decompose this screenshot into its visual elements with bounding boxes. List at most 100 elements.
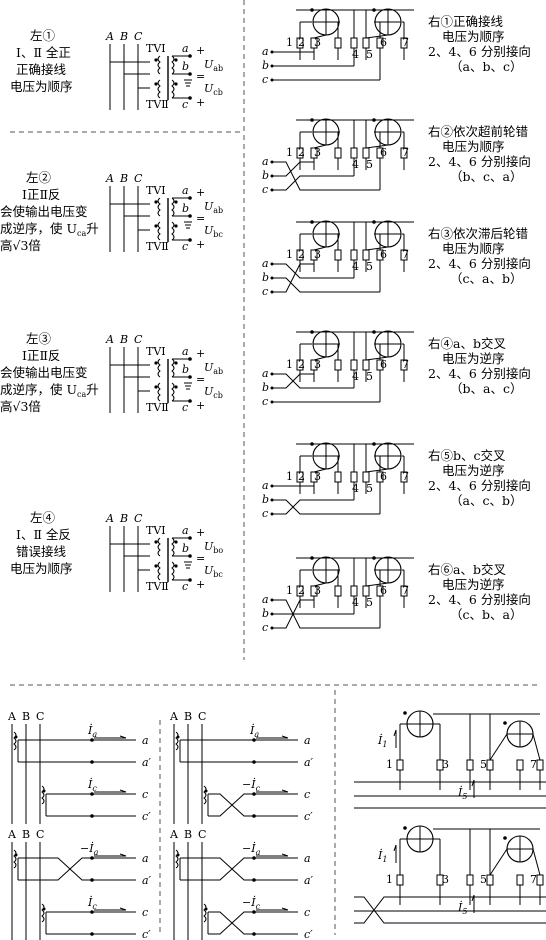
case-text-line: 右④a、b交叉 <box>428 336 506 351</box>
terminal-c-prime: c′ <box>142 810 151 823</box>
terminal-block <box>396 759 404 771</box>
pin-label-7: 7 <box>402 36 409 49</box>
lead <box>313 468 327 473</box>
current-label-i5: İ5 <box>457 785 467 801</box>
terminal-dot <box>252 760 256 764</box>
ct-wire-crossed <box>208 911 298 935</box>
lead <box>365 582 389 587</box>
pin-label-4: 4 <box>352 596 359 609</box>
pin-label-5: 5 <box>366 158 373 171</box>
tv2-label: TVⅡ <box>146 240 169 253</box>
primary-winding-1 <box>157 197 161 217</box>
label-subscript: cb <box>213 88 223 97</box>
terminal-c: c <box>182 580 188 593</box>
pin-label-1: 1 <box>286 146 293 159</box>
pin-label-4: 4 <box>352 158 359 171</box>
terminal-block-5 <box>362 471 370 483</box>
terminal-dot <box>188 72 192 76</box>
ct-coil-c <box>41 785 45 805</box>
bus-label-A: A <box>169 828 179 841</box>
label-suffix: 升 <box>86 382 99 397</box>
dividers <box>10 0 540 935</box>
bus-label-B: B <box>119 512 128 525</box>
bus-label-C: C <box>134 30 143 43</box>
current-subscript: a <box>92 730 97 739</box>
terminal-block-3 <box>334 471 342 483</box>
current-label-c: −İc <box>242 777 261 793</box>
neg-sign: − <box>242 778 251 791</box>
current-subscript: 1 <box>382 855 387 864</box>
case-text-line: 高√3倍 <box>0 238 41 253</box>
pin-label-1: 1 <box>386 758 393 771</box>
plus-sign: + <box>196 238 205 251</box>
plus-sign: + <box>196 578 205 591</box>
current-subscript: c <box>256 902 261 911</box>
terminal-dot <box>188 214 192 218</box>
plus-sign: + <box>196 399 205 412</box>
phase-wire-crossed <box>272 161 314 177</box>
ct-coil-c <box>203 903 207 923</box>
tv2-label: TVⅡ <box>146 401 169 414</box>
current-subscript: a <box>254 730 259 739</box>
pin-label-4: 4 <box>352 260 359 273</box>
polarity-dot <box>174 540 178 544</box>
current-subscript: c <box>92 784 97 793</box>
primary-winding-1 <box>157 537 161 557</box>
current-label-a: −İa <box>80 841 99 857</box>
terminal-c-prime: c′ <box>142 928 151 940</box>
label-subscript: bo <box>213 546 223 555</box>
pin-label-6: 6 <box>380 584 387 597</box>
label-subscript: cb <box>213 391 223 400</box>
terminal-block-4 <box>350 585 358 597</box>
lead <box>532 848 541 876</box>
phase-label-b: b <box>262 607 269 620</box>
case-text-line: 正确接线 <box>16 62 67 77</box>
pin-label-5: 5 <box>366 370 373 383</box>
polarity-dot <box>403 711 407 715</box>
current-label-c: −İc <box>242 895 261 911</box>
phase-wire-crossed <box>272 499 380 515</box>
phase-label-c: c <box>262 285 268 298</box>
case-text-line: Ⅰ、Ⅱ 全反 <box>16 527 71 542</box>
polarity-dot <box>174 361 178 365</box>
terminal-a-prime: a′ <box>142 756 152 769</box>
phase-wire-crossed <box>272 175 354 191</box>
pin-label-5: 5 <box>480 873 487 886</box>
voltage-label: Ubc <box>204 224 223 239</box>
polarity-dot <box>154 385 158 389</box>
current-symbol: İ <box>87 777 93 791</box>
terminal-dot <box>188 357 192 361</box>
plus-sign: + <box>196 44 205 57</box>
terminal-dot <box>252 878 256 882</box>
tv1-label: TVⅠ <box>146 184 166 197</box>
terminal-a: a <box>304 734 311 747</box>
current-arrow <box>94 789 127 793</box>
current-arrow <box>94 853 127 857</box>
pin-label-7: 7 <box>402 584 409 597</box>
terminal-block <box>516 874 524 886</box>
current-symbol: İ <box>250 895 256 909</box>
secondary-winding-1 <box>171 358 175 378</box>
terminal-dot <box>252 932 256 936</box>
polarity-dot <box>174 58 178 62</box>
label-subscript: bc <box>213 570 223 579</box>
secondary-winding-1 <box>171 197 175 217</box>
pin-label-6: 6 <box>380 358 387 371</box>
polarity-dot <box>174 82 178 86</box>
bus-label-C: C <box>134 512 143 525</box>
case-text-line: 2、4、6 分别接向 <box>428 154 531 169</box>
terminal-dot <box>90 738 94 742</box>
pin-label-5: 5 <box>366 596 373 609</box>
label-suffix: 升 <box>86 221 99 236</box>
secondary-winding-1 <box>171 55 175 75</box>
current-label-c: İc <box>87 895 97 911</box>
case-text-line: 右①正确接线 <box>428 14 504 29</box>
polarity-dot <box>154 540 158 544</box>
